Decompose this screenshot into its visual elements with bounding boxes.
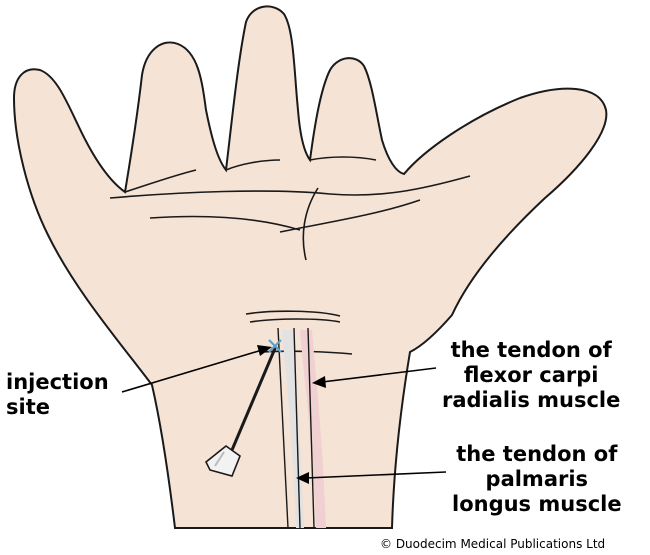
palm-crease-lower [279,199,421,233]
label-fcr-line-1: the tendon of [450,338,612,362]
label-flexor-carpi-radialis: the tendon of flexor carpi radialis musc… [442,338,620,413]
tendon-line-c [307,327,315,529]
arrow-injection-site [121,345,272,393]
label-injection-site: injection site [6,370,109,420]
tendon-line-b [293,327,301,529]
tendon-flexor-carpi-radialis [300,330,326,528]
wrist-crease-2 [249,318,341,323]
label-pl-line-2: palmaris [485,467,589,491]
label-pl-line-1: the tendon of [456,442,618,466]
syringe-hub-detail [214,451,225,467]
injection-mark-icon [268,339,282,353]
syringe-hub [204,444,241,477]
label-injection-site-line-2: site [6,395,50,419]
palm-crease-middle [149,215,301,231]
tendon-line-a [277,327,289,529]
label-pl-line-3: longus muscle [452,492,622,516]
needle-shaft [230,345,278,451]
label-fcr-line-3: radialis muscle [442,388,621,412]
arrow-flexor-carpi-radialis [312,367,437,388]
finger-crease-1 [124,169,197,193]
finger-crease-3 [309,156,377,161]
label-fcr-line-2: flexor carpi [463,363,599,387]
palm-crease-thenar [302,187,319,261]
palm-crease-upper [109,175,471,199]
label-palmaris-longus: the tendon of palmaris longus muscle [452,442,622,517]
wrist-crease-1 [245,310,341,317]
finger-crease-2 [225,159,281,171]
label-injection-site-line-1: injection [6,370,109,394]
copyright-notice: © Duodecim Medical Publications Ltd [380,537,606,551]
hand-outline [12,5,608,529]
arrow-palmaris-longus [296,471,447,484]
